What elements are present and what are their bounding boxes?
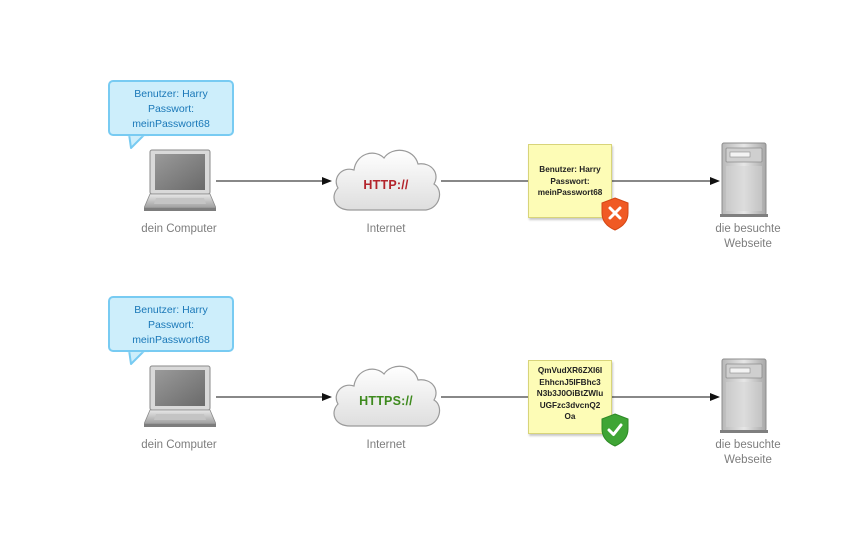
red-shield-x-icon	[601, 197, 629, 231]
website-label-line: Webseite	[724, 454, 772, 466]
https-row: Benutzer: Harry Passwort: meinPasswort68…	[0, 294, 860, 494]
transmitted-data-note: Benutzer: Harry Passwort: meinPasswort68	[528, 144, 612, 218]
computer-label: dein Computer	[141, 223, 217, 235]
web-server-icon	[720, 142, 768, 217]
payload-line: Passwort:	[550, 176, 590, 186]
payload-line: Benutzer: Harry	[539, 165, 601, 174]
website-label-line: Webseite	[724, 238, 772, 250]
payload-line: UGFzc3dvcnQ2	[539, 400, 601, 410]
payload-line: meinPasswort68	[537, 188, 603, 198]
payload-line: Oa	[564, 412, 576, 422]
computer-label: dein Computer	[141, 439, 217, 451]
http-row: Benutzer: Harry Passwort: meinPasswort68…	[0, 78, 860, 278]
website-label: die besuchte Webseite	[698, 222, 798, 252]
internet-label: Internet	[366, 223, 406, 235]
green-shield-check-icon	[601, 413, 629, 447]
protocol-label: HTTPS://	[359, 394, 413, 408]
credentials-line: Benutzer: Harry	[134, 304, 208, 316]
credentials-line: Passwort:	[147, 319, 195, 331]
credentials-speech-bubble: Benutzer: Harry Passwort: meinPasswort68	[108, 80, 234, 136]
payload-line: QmVudXR6ZXI6I	[537, 366, 603, 375]
internet-cloud-icon	[333, 149, 441, 211]
payload-line: EhhcnJ5IFBhc3	[539, 377, 601, 387]
protocol-label: HTTP://	[363, 178, 409, 192]
website-label: die besuchte Webseite	[698, 438, 798, 468]
internet-cloud-icon	[333, 365, 441, 427]
credentials-line: Benutzer: Harry	[134, 88, 208, 100]
credentials-line: meinPasswort68	[132, 334, 210, 346]
transmitted-data-note: QmVudXR6ZXI6I EhhcnJ5IFBhc3 N3b3J0OiBtZW…	[528, 360, 612, 434]
credentials-line: meinPasswort68	[132, 118, 210, 130]
internet-label: Internet	[366, 439, 406, 451]
website-label-line: die besuchte	[715, 223, 781, 235]
website-label-line: die besuchte	[715, 439, 781, 451]
credentials-line: Passwort:	[147, 103, 195, 115]
web-server-icon	[720, 358, 768, 433]
credentials-speech-bubble: Benutzer: Harry Passwort: meinPasswort68	[108, 296, 234, 352]
payload-line: N3b3J0OiBtZWlu	[536, 389, 604, 399]
laptop-icon	[144, 149, 216, 211]
laptop-icon	[144, 365, 216, 427]
